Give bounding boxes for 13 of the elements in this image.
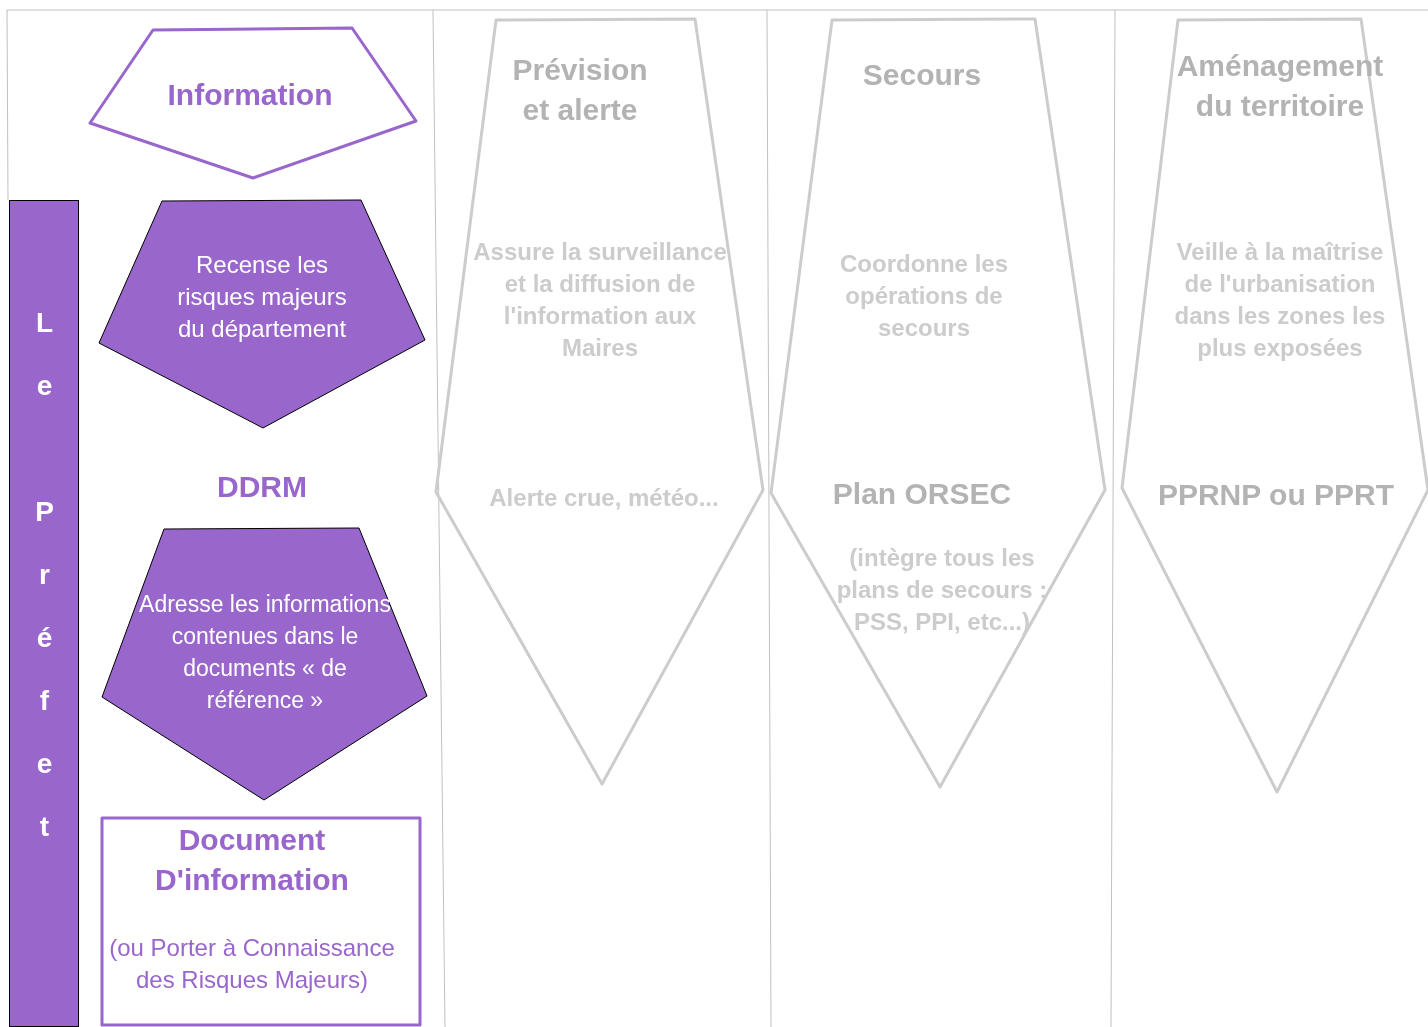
body-text: Adresse les informations contenues dans le documents « de référence » <box>139 590 391 715</box>
heading-text: Secours <box>861 57 983 93</box>
heading-text: Document D'information <box>154 822 350 898</box>
heading-text: Plan ORSEC <box>831 476 1013 512</box>
heading-text: PPRNP ou PPRT <box>1156 477 1396 513</box>
body-text: Recense les risques majeurs du département <box>176 250 348 344</box>
vertical-banner <box>9 200 79 1027</box>
banner-text: Le Préfet <box>30 307 58 874</box>
heading-text: DDRM <box>216 470 308 504</box>
heading-text: Aménagement du territoire <box>1175 48 1385 124</box>
heading-text: Information <box>166 78 334 112</box>
heading-text: Prévision et alerte <box>511 52 649 128</box>
body-text: (ou Porter à Connaissance des Risques Majeurs) <box>108 933 396 995</box>
